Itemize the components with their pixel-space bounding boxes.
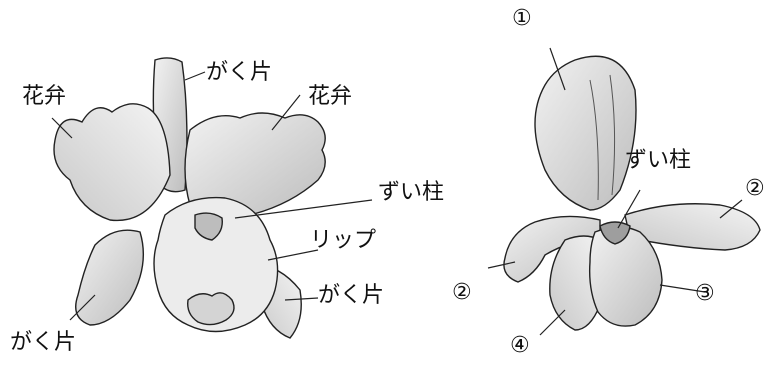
right-leader-lines: [487, 47, 743, 336]
left-column-shape: [194, 212, 223, 241]
left-leader-lines: [51, 71, 373, 321]
label-num-2-left: ②: [452, 280, 472, 305]
label-petal-left: 花弁: [22, 84, 67, 109]
right-petal-right-shape: [624, 203, 761, 251]
right-petal-left-shape: [503, 215, 601, 283]
right-column-shape: [599, 221, 631, 245]
label-num-1: ①: [512, 6, 532, 31]
left-lip-shape: [153, 196, 279, 333]
label-num-3: ③: [695, 281, 715, 306]
label-sepal-right: がく片: [318, 283, 385, 308]
label-sepal-bottom-left: がく片: [10, 330, 77, 355]
left-petal-left-shape: [53, 103, 171, 222]
left-sepal-bottom-left-shape: [75, 229, 145, 326]
left-lip-frill: [187, 292, 235, 326]
right-dorsal-sepal-shape: [534, 55, 637, 211]
label-lip: リップ: [310, 228, 377, 253]
label-num-4: ④: [510, 333, 530, 358]
label-sepal-top: がく片: [206, 60, 273, 85]
label-petal-right: 花弁: [308, 84, 353, 109]
right-orchid: [503, 55, 761, 331]
label-column-left: ずい柱: [378, 180, 445, 205]
label-column-right: ずい柱: [625, 148, 692, 173]
left-orchid: [53, 57, 326, 339]
right-pouch-shape: [588, 226, 663, 327]
label-num-2-right: ②: [745, 176, 765, 201]
